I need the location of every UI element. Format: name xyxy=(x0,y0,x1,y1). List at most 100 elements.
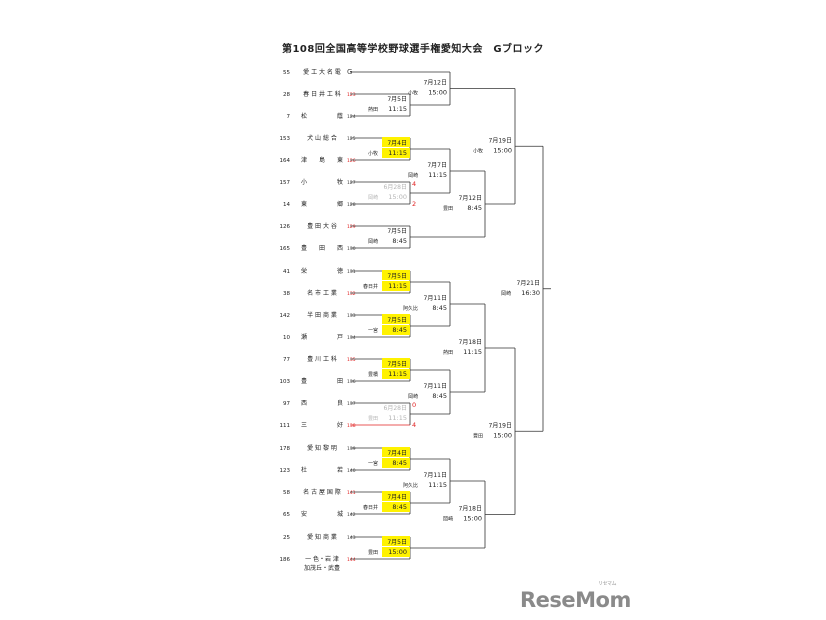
team-name: 名 古 屋 国 際 xyxy=(303,488,341,496)
team-name: 三 好 xyxy=(301,421,343,429)
match-date: 7月18日 xyxy=(459,506,482,513)
time-highlight xyxy=(382,325,410,335)
team-seed: 41 xyxy=(283,269,290,275)
date-highlight xyxy=(382,358,410,368)
team-seed: 142 xyxy=(280,313,291,319)
team-number: 136 xyxy=(347,379,356,385)
page-title: 第108回全国高等学校野球選手権愛知大会 Gブロック xyxy=(281,44,545,55)
time-highlight xyxy=(382,369,410,379)
match-time: 11:15 xyxy=(388,282,407,290)
match-time: 15:00 xyxy=(428,89,447,97)
match-time: 11:15 xyxy=(388,414,407,422)
team-number: 135 xyxy=(347,357,356,363)
team-name: 名 市 工 業 xyxy=(307,289,337,297)
team-seed: 186 xyxy=(280,557,291,563)
match-venue: 小牧 xyxy=(368,150,378,157)
team-seed: 111 xyxy=(280,423,291,429)
match-venue: 岡崎 xyxy=(408,393,418,400)
match-date: 6月28日 xyxy=(384,184,407,191)
match-venue: 豊田 xyxy=(368,549,378,556)
match-date: 7月18日 xyxy=(459,339,482,346)
team-name: 豊 田 xyxy=(301,377,343,385)
match-time: 15:00 xyxy=(463,515,482,523)
team-seed: 103 xyxy=(280,379,291,385)
match-date: 7月12日 xyxy=(459,195,482,202)
team-seed: 28 xyxy=(283,92,290,98)
match-date: 7月21日 xyxy=(517,280,540,287)
team-number: 141 xyxy=(347,490,356,496)
date-highlight xyxy=(382,137,410,147)
team-name: 春 日 井 工 科 xyxy=(303,90,341,98)
team-seed: 7 xyxy=(287,114,291,120)
match-date: 6月28日 xyxy=(384,405,407,412)
team-seed: 25 xyxy=(283,535,290,541)
date-highlight xyxy=(382,270,410,280)
match-venue: 春日井 xyxy=(363,283,378,290)
team-number: 144 xyxy=(347,557,356,563)
team-seed: 77 xyxy=(283,357,290,363)
time-highlight xyxy=(382,547,410,557)
match-time: 8:45 xyxy=(432,304,447,312)
team-name: 小 牧 xyxy=(301,178,343,186)
team-seed: 165 xyxy=(280,246,291,252)
match-venue: 春日井 xyxy=(363,504,378,511)
match-time: 8:45 xyxy=(392,459,407,467)
match-venue: 豊田 xyxy=(473,432,483,439)
team-seed: 38 xyxy=(283,291,290,297)
team-number: 139 xyxy=(347,446,356,452)
match-time: 8:45 xyxy=(392,503,407,511)
team-name: 犬 山 総 合 xyxy=(307,134,337,142)
score-top: 4 xyxy=(412,180,416,188)
match-date: 7月5日 xyxy=(387,228,407,235)
match-time: 8:45 xyxy=(392,237,407,245)
score-bottom: 4 xyxy=(412,421,416,429)
match-venue: 阿久比 xyxy=(403,482,418,489)
team-name: 豊 川 工 科 xyxy=(307,355,337,363)
team-seed: 178 xyxy=(280,446,291,452)
team-name: 愛 知 商 業 xyxy=(307,533,337,541)
team-name: 安 城 xyxy=(301,510,343,518)
team-name: 豊 田 西 xyxy=(301,244,343,252)
time-highlight xyxy=(382,148,410,158)
match-venue: 岡崎 xyxy=(368,194,378,201)
team-name: 愛 工 大 名 電 xyxy=(303,68,341,76)
match-venue: 阿久比 xyxy=(403,305,418,312)
match-time: 15:00 xyxy=(388,193,407,201)
match-venue: 熱田 xyxy=(443,349,453,356)
match-time: 15:00 xyxy=(493,431,512,439)
match-venue: 豊田 xyxy=(368,415,378,422)
team-number: 134 xyxy=(347,335,356,341)
time-highlight xyxy=(382,458,410,468)
score-top: 0 xyxy=(412,401,416,409)
logo-subtext: リセマム xyxy=(598,581,617,587)
score-bottom: 2 xyxy=(412,200,416,208)
team-number: G xyxy=(347,68,352,76)
team-number: 131 xyxy=(347,269,356,275)
team-seed: 14 xyxy=(283,202,290,208)
match-date: 7月11日 xyxy=(424,295,447,302)
match-date: 7月5日 xyxy=(387,361,407,368)
match-date: 7月19日 xyxy=(489,137,512,144)
match-date: 7月12日 xyxy=(424,80,447,87)
match-date: 7月11日 xyxy=(424,383,447,390)
team-number: 127 xyxy=(347,180,356,186)
match-date: 7月4日 xyxy=(387,450,407,457)
team-number: 129 xyxy=(347,224,356,230)
team-seed: 10 xyxy=(283,335,290,341)
match-date: 7月19日 xyxy=(489,422,512,429)
team-number: 143 xyxy=(347,535,356,541)
team-seed: 123 xyxy=(280,468,291,474)
match-time: 15:00 xyxy=(493,146,512,154)
match-date: 7月7日 xyxy=(427,162,447,169)
match-date: 7月11日 xyxy=(424,472,447,479)
match-time: 8:45 xyxy=(467,204,482,212)
resemom-logo: ReseMom リセマム xyxy=(520,581,631,612)
match-time: 11:15 xyxy=(428,171,447,179)
team-number: 130 xyxy=(347,246,356,252)
match-venue: 一宮 xyxy=(368,327,378,334)
team-name: 東 郷 xyxy=(301,200,343,208)
team-seed: 55 xyxy=(283,70,290,76)
match-venue: 一宮 xyxy=(368,460,378,467)
match-time: 16:30 xyxy=(521,289,540,297)
